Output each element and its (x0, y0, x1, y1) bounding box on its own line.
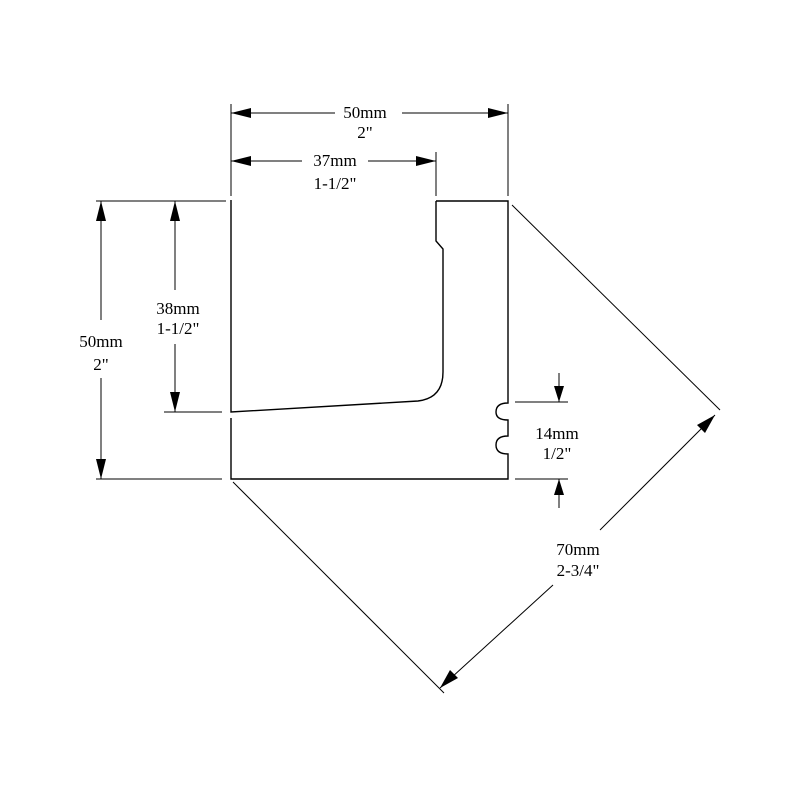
label-left-height-imperial: 2" (93, 355, 108, 374)
extension-line-diagonal-lower (232, 481, 445, 694)
arrowhead-top-width-left (231, 108, 251, 118)
label-inner-height-imperial: 1-1/2" (157, 319, 200, 338)
arrowhead-groove-bottom (554, 479, 564, 495)
label-diagonal-imperial: 2-3/4" (557, 561, 600, 580)
label-top-width-metric: 50mm (343, 103, 386, 122)
arrowhead-inner-height-top (170, 201, 180, 221)
arrowhead-inner-height-bottom (170, 392, 180, 412)
arrowhead-diagonal-lower (440, 670, 458, 688)
dim-line-diagonal-lower (439, 584, 554, 689)
arrowhead-inner-width-left (231, 156, 251, 166)
profile-outline (230, 200, 444, 413)
extension-line-diagonal-upper (511, 204, 721, 411)
arrowhead-left-height-top (96, 201, 106, 221)
arrowhead-inner-width-right (416, 156, 436, 166)
label-top-width-imperial: 2" (357, 123, 372, 142)
label-left-height-metric: 50mm (79, 332, 122, 351)
label-groove-metric: 14mm (535, 424, 578, 443)
label-inner-width-imperial: 1-1/2" (314, 174, 357, 193)
profile-base-outline (230, 200, 509, 480)
dim-line-diagonal-upper (599, 414, 716, 531)
arrowhead-groove-top (554, 386, 564, 402)
arrowhead-diagonal-upper (697, 415, 715, 433)
label-inner-width-metric: 37mm (313, 151, 356, 170)
label-groove-imperial: 1/2" (543, 444, 572, 463)
arrowhead-left-height-bottom (96, 459, 106, 479)
label-inner-height-metric: 38mm (156, 299, 199, 318)
label-diagonal-metric: 70mm (556, 540, 599, 559)
arrowhead-top-width-right (488, 108, 508, 118)
